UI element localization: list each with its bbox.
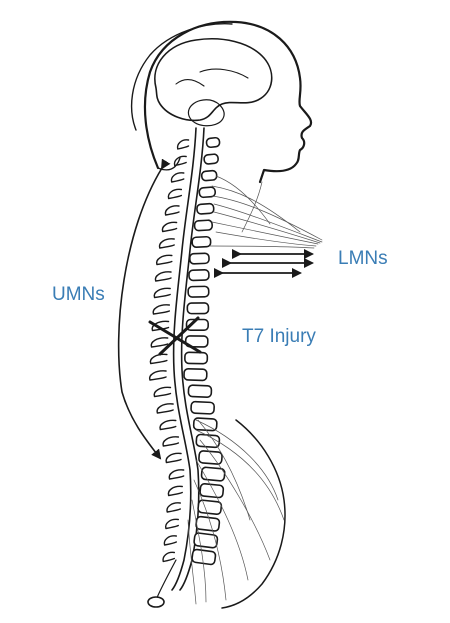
- vertebra-25: [193, 532, 219, 549]
- pelvis-outline: [147, 419, 286, 609]
- spinous-process-8: [155, 254, 173, 266]
- spinous-processes: [148, 139, 190, 563]
- vertebra-23: [197, 499, 223, 516]
- vertebra-14: [184, 351, 209, 365]
- spinous-process-19: [162, 436, 180, 447]
- spinous-process-23: [166, 502, 181, 513]
- vertebra-24: [195, 515, 221, 532]
- spinous-process-2: [173, 155, 187, 167]
- t7-injury-label: T7 Injury: [242, 326, 316, 347]
- spinous-process-16: [153, 386, 172, 398]
- spinous-process-13: [150, 337, 169, 348]
- head-outline: [131, 20, 313, 184]
- vertebra-3: [200, 169, 218, 182]
- lmns-label: LMNs: [338, 248, 388, 269]
- spinous-process-22: [167, 485, 183, 497]
- spinous-process-24: [164, 518, 179, 530]
- spinous-process-6: [161, 221, 178, 233]
- spinous-process-20: [165, 452, 182, 464]
- vertebra-10: [187, 285, 210, 298]
- coccyx: [147, 596, 165, 608]
- spinous-process-7: [158, 238, 175, 249]
- vertebra-4: [198, 186, 217, 199]
- spinous-process-10: [153, 287, 171, 299]
- vertebra-26: [191, 548, 217, 566]
- vertebra-2: [203, 153, 219, 165]
- injury-x-mark: [148, 316, 202, 356]
- spinous-process-21: [168, 469, 185, 480]
- spinous-process-15: [148, 370, 167, 381]
- vertebra-6: [193, 219, 214, 232]
- spinous-process-9: [154, 271, 172, 282]
- umns-label: UMNs: [52, 284, 105, 305]
- lmns-arrows: [214, 249, 314, 278]
- vertebra-5: [196, 202, 215, 215]
- spinous-process-17: [156, 403, 174, 414]
- vertebra-19: [195, 433, 221, 449]
- vertebra-21: [200, 466, 226, 482]
- spinous-process-5: [164, 205, 180, 216]
- vertebra-22: [199, 482, 225, 499]
- vertebra-20: [198, 450, 223, 465]
- spinous-process-3: [170, 172, 185, 183]
- vertebra-17: [190, 400, 215, 415]
- vertebra-15: [183, 367, 208, 382]
- spinous-process-1: [176, 139, 190, 150]
- spinous-process-11: [152, 304, 171, 315]
- brain-outline: [154, 38, 273, 127]
- nerve-roots: [187, 175, 323, 605]
- vertebra-16: [187, 384, 213, 398]
- vertebra-7: [191, 235, 212, 248]
- vertebra-9: [188, 269, 210, 282]
- vertebra-13: [184, 335, 209, 348]
- spinous-process-25: [163, 535, 178, 546]
- spinous-process-4: [167, 188, 183, 200]
- spinous-process-26: [162, 551, 176, 563]
- umns-arrow: [117, 158, 171, 460]
- spinous-process-14: [149, 353, 168, 365]
- spinous-process-18: [159, 419, 177, 431]
- vertebra-11: [186, 302, 210, 315]
- vertebra-8: [188, 252, 210, 265]
- vertebral-bodies: [183, 136, 226, 566]
- vertebra-1: [205, 136, 221, 149]
